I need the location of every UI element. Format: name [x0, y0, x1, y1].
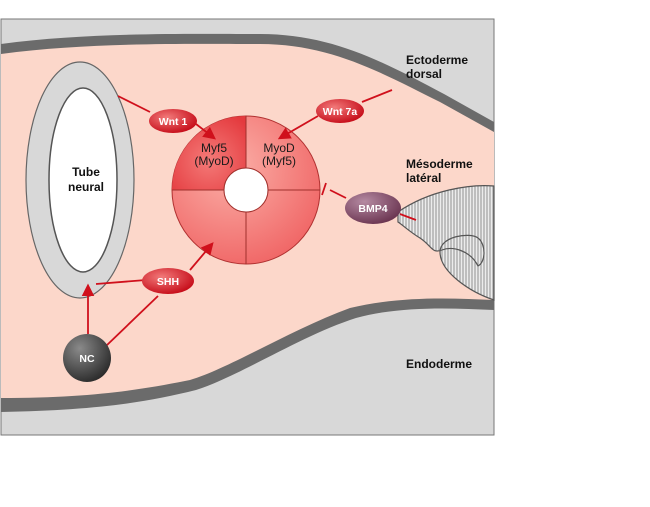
nc-label: NC: [79, 353, 95, 365]
myf5-paren-label: (Myf5): [262, 154, 296, 168]
tube-neural-label-1: Tube: [72, 165, 100, 179]
endoderme-label: Endoderme: [406, 357, 472, 371]
endoderm-band: [1, 298, 494, 412]
myf5-label: Myf5: [201, 141, 227, 155]
nc-circle: [63, 334, 111, 382]
arrow-ecto-to-wnt7a: [361, 89, 393, 103]
wnt7a-oval: [316, 99, 364, 123]
ectoderme-label-2: dorsal: [406, 67, 442, 81]
mesoderme-label-2: latéral: [406, 171, 441, 185]
ectoderm-band: [1, 33, 494, 132]
somite: [171, 115, 321, 265]
wnt7a-label: Wnt 7a: [323, 106, 358, 118]
bmp4-to-lateral: [399, 213, 417, 221]
arrow-shh-to-somite: [189, 242, 214, 271]
signal-arrows: [81, 89, 417, 347]
arrow-neural-to-wnt1: [117, 95, 151, 113]
myod-paren-label: (MyoD): [194, 154, 233, 168]
tube-neural-label-2: neural: [68, 180, 104, 194]
inhibit-bmp4-bar: [321, 182, 327, 196]
lateral-mesoderm: [397, 185, 495, 301]
bmp4-label: BMP4: [358, 203, 387, 215]
shh-oval: [142, 268, 194, 294]
arrow-wnt1-to-somite: [195, 123, 216, 140]
arrow-nc-to-shh: [105, 295, 159, 347]
wnt1-label: Wnt 1: [159, 116, 188, 128]
ectoderme-label-1: Ectoderme: [406, 53, 468, 67]
bmp4-oval: [345, 192, 401, 224]
inhibit-bmp4-stem: [329, 189, 347, 199]
mesoderme-label-1: Mésoderme: [406, 157, 473, 171]
shh-label: SHH: [157, 276, 179, 288]
neural-tube-lumen: [48, 87, 118, 273]
arrow-wnt7a-to-somite: [277, 115, 319, 140]
arrow-tube-to-shh: [95, 279, 147, 285]
myod-label: MyoD: [263, 141, 295, 155]
wnt1-oval: [149, 109, 197, 133]
